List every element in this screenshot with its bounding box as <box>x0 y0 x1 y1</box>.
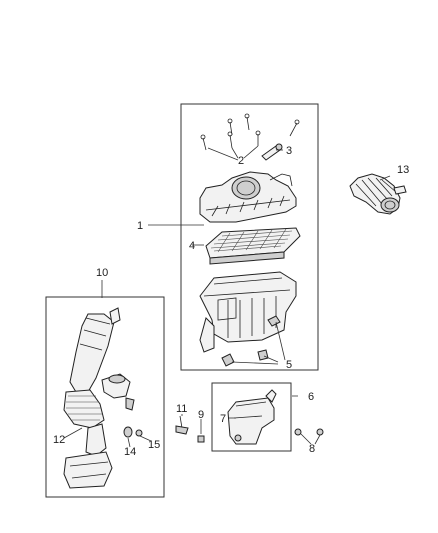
screw-set <box>200 113 300 161</box>
clip-set <box>221 315 286 367</box>
callout-1: 1 <box>137 220 143 232</box>
air-inlet-hose <box>349 173 407 215</box>
sensor <box>261 143 283 161</box>
callout-15: 15 <box>148 439 160 451</box>
nut <box>135 429 143 437</box>
callout-6: 6 <box>308 391 314 403</box>
intake-duct <box>63 307 135 489</box>
callout-13: 13 <box>397 164 409 176</box>
callout-8: 8 <box>309 443 315 455</box>
callout-5: 5 <box>286 359 292 371</box>
bolt-set <box>294 428 324 445</box>
callout-4: 4 <box>189 240 195 252</box>
leader-lines <box>63 149 391 448</box>
bracket-group-frame <box>211 382 292 452</box>
callout-3: 3 <box>286 145 292 157</box>
callout-7: 7 <box>220 413 226 425</box>
push-pin <box>175 415 189 435</box>
air-cleaner-cover <box>199 171 297 223</box>
callout-10: 10 <box>96 267 108 279</box>
mounting-bracket <box>227 389 277 445</box>
callout-12: 12 <box>53 434 65 446</box>
callout-9: 9 <box>198 409 204 421</box>
duct-group-frame <box>45 296 165 498</box>
hose-clamp <box>123 426 133 438</box>
callout-11: 11 <box>176 403 187 415</box>
air-cleaner-housing-lower <box>199 271 297 353</box>
air-cleaner-group-frame <box>180 103 319 371</box>
air-filter-element <box>205 227 301 265</box>
fastener-9 <box>197 435 205 443</box>
callout-14: 14 <box>124 446 136 458</box>
callout-2: 2 <box>238 155 244 167</box>
